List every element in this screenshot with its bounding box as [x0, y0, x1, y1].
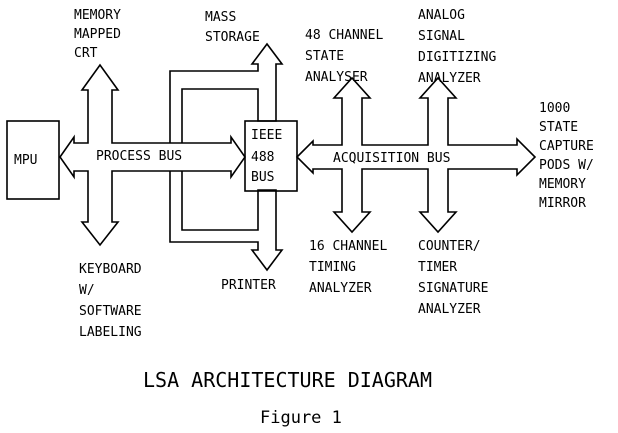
ieee-label-line3: BUS	[251, 170, 275, 185]
timing-analyzer-label: 16 CHANNEL TIMING ANALYZER	[309, 239, 388, 296]
counter-timer-label: COUNTER/ TIMER SIGNATURE ANALYZER	[418, 239, 489, 317]
diagram-title: LSA ARCHITECTURE DIAGRAM	[143, 368, 432, 392]
ieee-label-line2: 488	[251, 150, 275, 165]
acquisition-bus-arrow	[295, 76, 537, 234]
mpu-block	[6, 120, 60, 200]
state-analyser-label: 48 CHANNEL STATE ANALYSER	[305, 28, 384, 85]
printer-label: PRINTER	[221, 278, 276, 293]
mass-storage-printer-loop	[169, 42, 284, 272]
process-bus-label: PROCESS BUS	[96, 149, 183, 164]
acquisition-bus-label: ACQUISITION BUS	[333, 151, 451, 166]
mass-storage-label: MASS STORAGE	[205, 10, 260, 45]
capture-pods-label: 1000 STATE CAPTURE PODS W/ MEMORY MIRROR	[539, 101, 594, 211]
ieee-label-line1: IEEE	[251, 128, 283, 143]
figure-caption: Figure 1	[260, 408, 342, 428]
analog-analyzer-label: ANALOG SIGNAL DIGITIZING ANALYZER	[418, 8, 497, 86]
memory-crt-label: MEMORY MAPPED CRT	[74, 8, 121, 61]
keyboard-label: KEYBOARD W/ SOFTWARE LABELING	[79, 262, 142, 340]
mpu-label: MPU	[14, 153, 38, 168]
